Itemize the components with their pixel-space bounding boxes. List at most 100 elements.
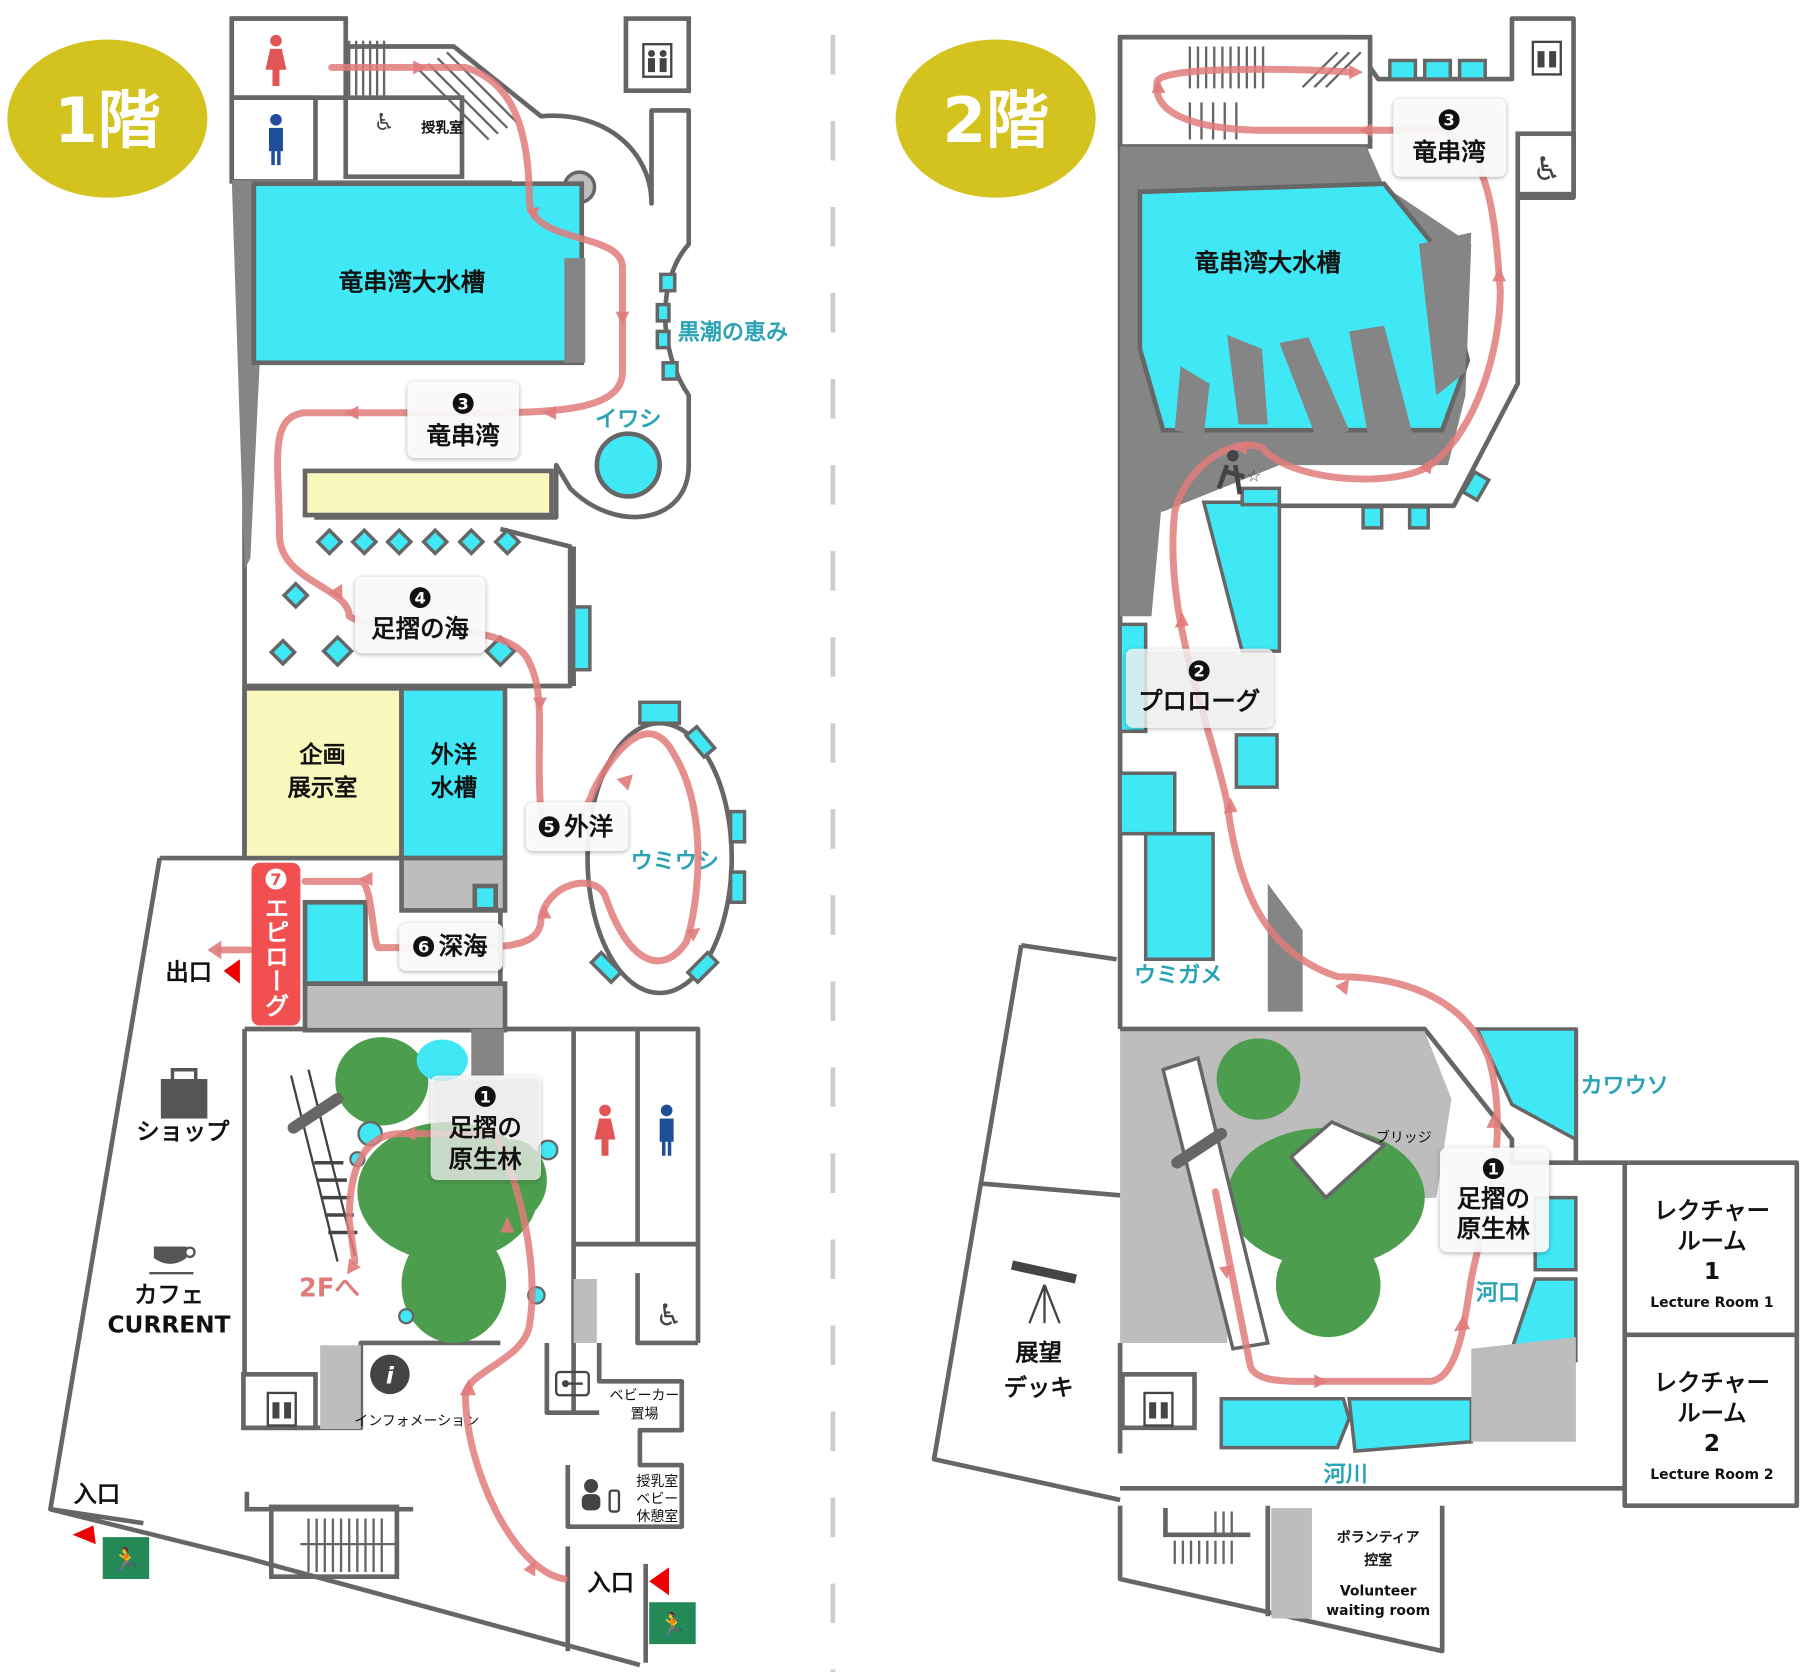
- special-exhibition-room[interactable]: [242, 686, 404, 861]
- cafe-label-1[interactable]: カフェ: [134, 1281, 204, 1308]
- svg-text:足摺の: 足摺の: [449, 1113, 522, 1142]
- iwashi-tank[interactable]: [594, 431, 662, 499]
- photo-spot-icon: ☆: [1216, 449, 1261, 495]
- wheelchair-icon-2f: ♿: [1532, 150, 1561, 188]
- baby-room-label-2: ベビー: [636, 1491, 678, 1507]
- main-tank-1f[interactable]: [251, 181, 585, 366]
- baby-room-label-1: 授乳室: [636, 1473, 678, 1490]
- svg-text:レクチャー: レクチャー: [1654, 1370, 1770, 1397]
- stop-1-primeval-forest-1f[interactable]: 1 足摺の 原生林: [430, 1075, 542, 1181]
- svg-text:2: 2: [1193, 662, 1204, 681]
- stop-6-deep-sea[interactable]: 6 深海: [399, 923, 503, 971]
- svg-text:Volunteer: Volunteer: [1340, 1583, 1417, 1599]
- route-arrows-2f: [1151, 65, 1507, 1389]
- svg-text:1: 1: [1488, 1159, 1499, 1178]
- observation-deck-label-2[interactable]: デッキ: [1004, 1374, 1074, 1401]
- ashizuri-sea-tanks[interactable]: [268, 527, 592, 672]
- svg-text:6: 6: [418, 937, 429, 956]
- floor-2-badge-label: 2階: [942, 84, 1048, 157]
- svg-text:1: 1: [1704, 1258, 1720, 1285]
- shop-label[interactable]: ショップ: [136, 1118, 230, 1145]
- floor-1: 1階 ♿ 授乳室 竜串湾大水槽 黒潮の恵み イワシ: [7, 16, 788, 1668]
- main-tank-2f-label: 竜串湾大水槽: [1195, 248, 1341, 277]
- svg-text:1: 1: [480, 1087, 491, 1106]
- route-arrows-1f: [328, 60, 701, 1577]
- elevator-icon-lower: [266, 1391, 297, 1427]
- elevator-icon: [642, 43, 673, 78]
- stop-3-ryugushi-bay-2f[interactable]: 3 竜串湾: [1393, 98, 1507, 177]
- telescope-icon: [1010, 1260, 1077, 1324]
- lecture-room-2[interactable]: レクチャー ルーム 2 Lecture Room 2: [1650, 1370, 1773, 1483]
- stop-5-open-ocean[interactable]: 5 外洋: [525, 802, 629, 852]
- emergency-exit-icon-right: 🏃: [649, 1602, 696, 1645]
- stop-2-prologue[interactable]: 2 プロローグ: [1125, 648, 1274, 728]
- accessible-restroom-1f[interactable]: [343, 95, 465, 180]
- observation-deck-label-1[interactable]: 展望: [1015, 1339, 1062, 1366]
- svg-text:深海: 深海: [439, 932, 488, 961]
- route-1f: [274, 63, 702, 1583]
- bridge-label: ブリッジ: [1376, 1129, 1432, 1146]
- baby-room-label-3: 休憩室: [636, 1508, 678, 1525]
- cafe-cup-icon: [149, 1246, 196, 1275]
- side-entrance-label[interactable]: 入口: [74, 1481, 121, 1508]
- exit-marker-icon: [223, 959, 240, 984]
- stop-7-epilogue[interactable]: 7 エピローグ: [251, 862, 301, 1026]
- svg-text:Lecture Room 2: Lecture Room 2: [1650, 1467, 1773, 1483]
- male-restroom-icon: [268, 113, 283, 166]
- kawauso-label: カワウソ: [1581, 1073, 1669, 1099]
- svg-text:控室: 控室: [1364, 1552, 1392, 1569]
- stop-1-primeval-forest-2f[interactable]: 1 足摺の 原生林: [1439, 1147, 1550, 1253]
- wheelchair-icon-lower: ♿: [655, 1299, 682, 1334]
- svg-text:ボランティア: ボランティア: [1337, 1530, 1420, 1546]
- yellow-bench: [302, 468, 554, 518]
- ocean-tank-label-2: 水槽: [431, 774, 478, 801]
- nursing-room-small-label: 授乳室: [421, 120, 463, 137]
- svg-text:プロローグ: プロローグ: [1138, 686, 1260, 715]
- ocean-tank[interactable]: [399, 686, 508, 861]
- stairs-lower: [244, 1491, 414, 1579]
- escalator-icon: [287, 1069, 358, 1262]
- svg-text:足摺の: 足摺の: [1457, 1184, 1530, 1213]
- shop-bag-icon: [160, 1067, 208, 1119]
- female-restroom-icon: [265, 34, 287, 87]
- svg-text:外洋: 外洋: [564, 812, 613, 841]
- svg-text:4: 4: [414, 588, 425, 607]
- stroller-parking-label-1: ベビーカー: [610, 1388, 680, 1404]
- floor-2: 2階 ♿ 竜串湾大水槽 ブリッジ ウミガメ カワウソ 河口: [895, 16, 1800, 1654]
- exit-label[interactable]: 出口: [165, 959, 212, 986]
- svg-text:竜串湾: 竜串湾: [1413, 137, 1487, 166]
- special-exhibition-label-1: 企画: [298, 742, 346, 769]
- svg-text:waiting room: waiting room: [1326, 1603, 1430, 1619]
- rock-pillars-2f: [1174, 232, 1472, 460]
- info-icon[interactable]: [370, 1354, 410, 1395]
- umiushi-tanks[interactable]: [588, 700, 747, 985]
- to-2f-label: 2Fへ: [299, 1273, 360, 1303]
- deep-sea-tank[interactable]: [302, 899, 368, 986]
- lecture-room-1[interactable]: レクチャー ルーム 1 Lecture Room 1: [1650, 1198, 1773, 1311]
- kuroshio-tanks[interactable]: [655, 272, 679, 381]
- main-entrance-label[interactable]: 入口: [588, 1570, 635, 1597]
- stop-4-ashizuri-sea[interactable]: 4 足摺の海: [355, 576, 486, 654]
- svg-text:🏃: 🏃: [111, 1545, 140, 1573]
- elevator-1f-top[interactable]: [623, 16, 692, 94]
- cafe-label-2[interactable]: CURRENT: [108, 1311, 231, 1338]
- kuroshio-label: 黒潮の恵み: [678, 320, 788, 346]
- info-icon-glyph: i: [386, 1363, 395, 1390]
- elevator-icon-2f-lower: [1143, 1391, 1174, 1427]
- floor-1-badge: [7, 39, 208, 198]
- stop-3-ryugushi-bay-1f[interactable]: 3 竜串湾: [407, 381, 519, 459]
- svg-text:2: 2: [1704, 1430, 1720, 1457]
- svg-text:ルーム: ルーム: [1677, 1400, 1746, 1427]
- stairs-2f-lower: [1163, 1508, 1251, 1564]
- service-rooms-walls: [544, 1029, 699, 1529]
- svg-text:7: 7: [270, 870, 281, 889]
- bridge[interactable]: [1288, 1119, 1388, 1201]
- svg-text:3: 3: [457, 394, 468, 413]
- svg-text:足摺の海: 足摺の海: [371, 614, 469, 643]
- svg-text:エピローグ: エピローグ: [261, 895, 290, 1017]
- volunteer-room[interactable]: ボランティア 控室 Volunteer waiting room: [1326, 1530, 1430, 1619]
- side-entrance-marker-icon: [72, 1525, 96, 1545]
- main-tank-label: 竜串湾大水槽: [339, 268, 485, 297]
- restroom-women-1f[interactable]: [229, 16, 349, 100]
